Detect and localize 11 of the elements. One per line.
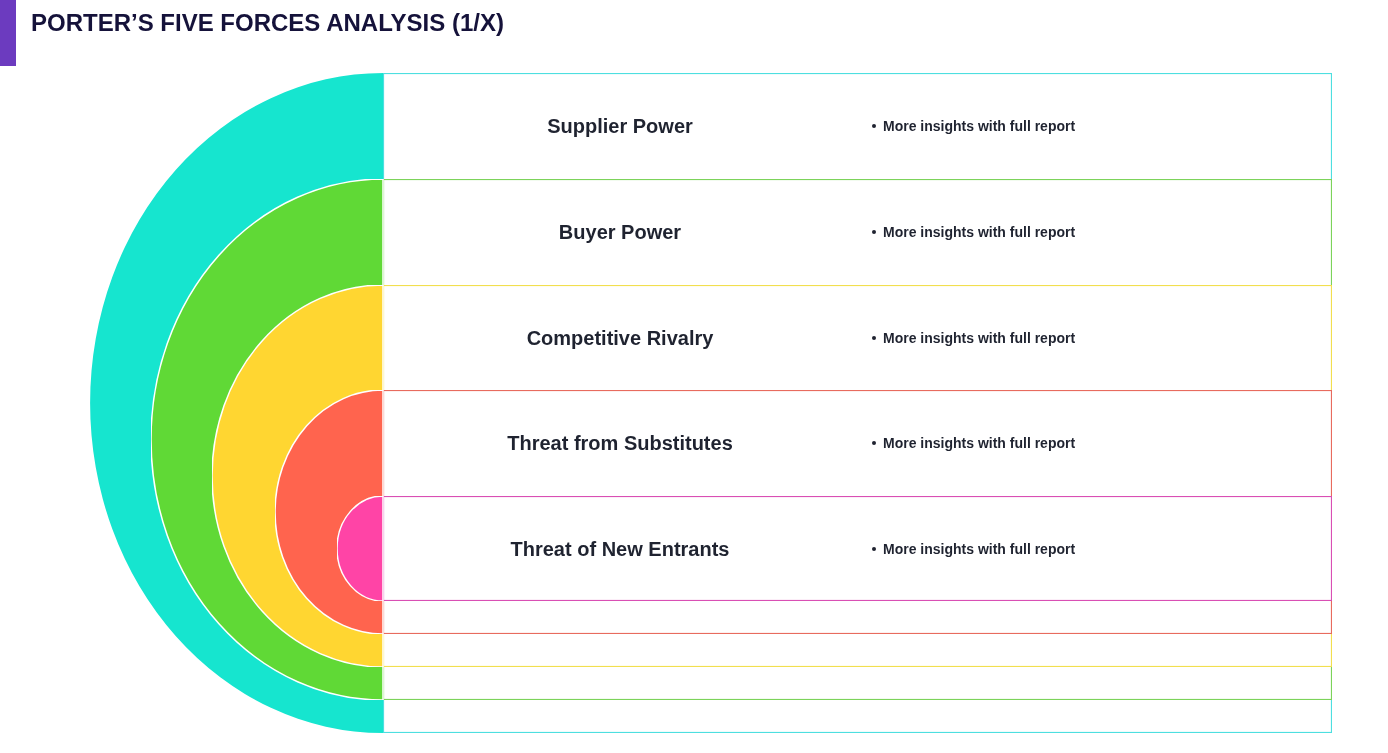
force-title: Threat of New Entrants (510, 536, 730, 562)
force-title: Threat from Substitutes (507, 430, 733, 456)
insight-text: More insights with full report (883, 328, 1076, 348)
insight-text: More insights with full report (883, 433, 1076, 453)
insight-text: More insights with full report (883, 539, 1076, 559)
insight-text: More insights with full report (883, 222, 1076, 242)
force-title: Competitive Rivalry (526, 325, 714, 351)
force-title: Supplier Power (547, 113, 693, 139)
insight-text: More insights with full report (883, 116, 1076, 136)
page-title: PORTER’S FIVE FORCES ANALYSIS (1/X) (31, 8, 504, 38)
force-title: Buyer Power (558, 219, 682, 245)
